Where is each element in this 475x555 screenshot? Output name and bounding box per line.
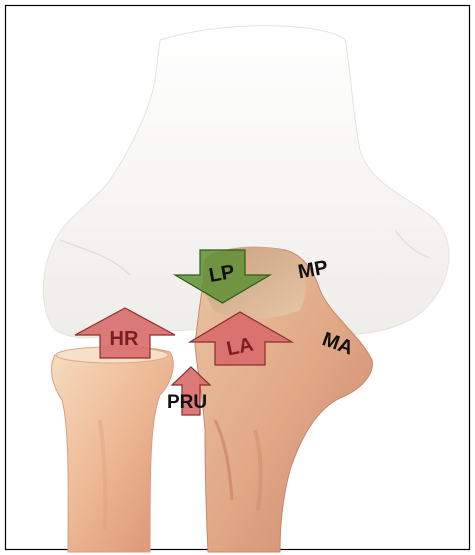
radius-bone [51, 347, 173, 552]
lp-label: LP [207, 261, 236, 287]
pru-label: PRU [167, 392, 207, 413]
hr-label: HR [110, 328, 139, 350]
